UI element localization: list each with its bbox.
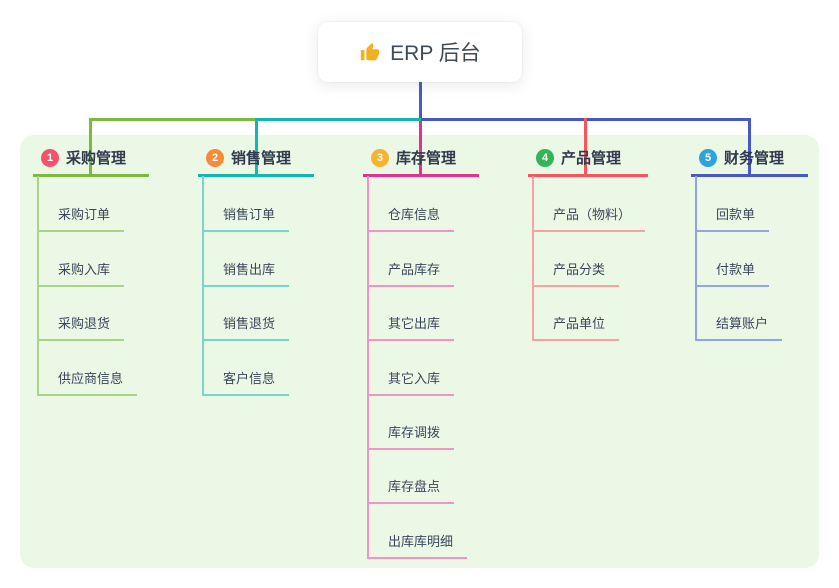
branch-1-drop-line: [89, 118, 92, 177]
leaf-node[interactable]: 供应商信息: [37, 370, 138, 396]
branch-2-header[interactable]: 2 销售管理: [198, 147, 314, 177]
root-node[interactable]: ERP 后台: [318, 22, 522, 82]
branch-3-rail-line: [367, 176, 369, 559]
branch-3-number-badge: 3: [371, 148, 389, 167]
branch-3-label: 库存管理: [396, 150, 457, 167]
leaf-node[interactable]: 其它出库: [367, 315, 455, 341]
leaf-node[interactable]: 销售退货: [202, 315, 290, 341]
branch-3-header[interactable]: 3 库存管理: [363, 147, 479, 177]
branch-4-label: 产品管理: [561, 150, 622, 167]
branch-5-header[interactable]: 5 财务管理: [691, 147, 808, 177]
leaf-node[interactable]: 结算账户: [695, 315, 783, 341]
branch-4-drop-line: [584, 118, 587, 177]
branch-1-number-badge: 1: [41, 148, 59, 167]
branch-5-drop-line: [748, 118, 751, 177]
branch-4-number-badge: 4: [536, 148, 554, 167]
branches-background-panel: [20, 135, 819, 568]
bus-line-teal: [255, 118, 422, 121]
leaf-node[interactable]: 仓库信息: [367, 206, 455, 232]
leaf-node[interactable]: 付款单: [695, 261, 770, 287]
leaf-node[interactable]: 出库库明细: [367, 533, 468, 559]
thumbs-up-icon: [359, 41, 381, 63]
root-stem-line: [419, 82, 422, 118]
leaf-node[interactable]: 销售出库: [202, 261, 290, 287]
branch-3-drop-line: [419, 121, 422, 177]
branch-2-drop-line: [255, 118, 258, 177]
bus-line-green: [89, 118, 258, 121]
root-title: ERP 后台: [390, 42, 481, 65]
branch-1-label: 采购管理: [66, 150, 127, 167]
leaf-node[interactable]: 销售订单: [202, 206, 290, 232]
leaf-node[interactable]: 采购入库: [37, 261, 125, 287]
leaf-node[interactable]: 回款单: [695, 206, 770, 232]
leaf-node[interactable]: 采购退货: [37, 315, 125, 341]
branch-5-label: 财务管理: [724, 150, 785, 167]
branch-5-number-badge: 5: [699, 148, 717, 167]
branch-2-number-badge: 2: [206, 148, 224, 167]
leaf-node[interactable]: 库存调拨: [367, 424, 455, 450]
leaf-node[interactable]: 产品单位: [532, 315, 620, 341]
branch-4-rail-line: [532, 176, 534, 341]
leaf-node[interactable]: 库存盘点: [367, 478, 455, 504]
branch-2-label: 销售管理: [231, 150, 292, 167]
branch-4-header[interactable]: 4 产品管理: [528, 147, 648, 177]
leaf-node[interactable]: 产品分类: [532, 261, 620, 287]
leaf-node[interactable]: 采购订单: [37, 206, 125, 232]
leaf-node[interactable]: 客户信息: [202, 370, 290, 396]
branch-1-header[interactable]: 1 采购管理: [33, 147, 149, 177]
leaf-node[interactable]: 其它入库: [367, 370, 455, 396]
branch-5-rail-line: [695, 176, 697, 341]
leaf-node[interactable]: 产品库存: [367, 261, 455, 287]
leaf-node[interactable]: 产品（物料）: [532, 206, 646, 232]
